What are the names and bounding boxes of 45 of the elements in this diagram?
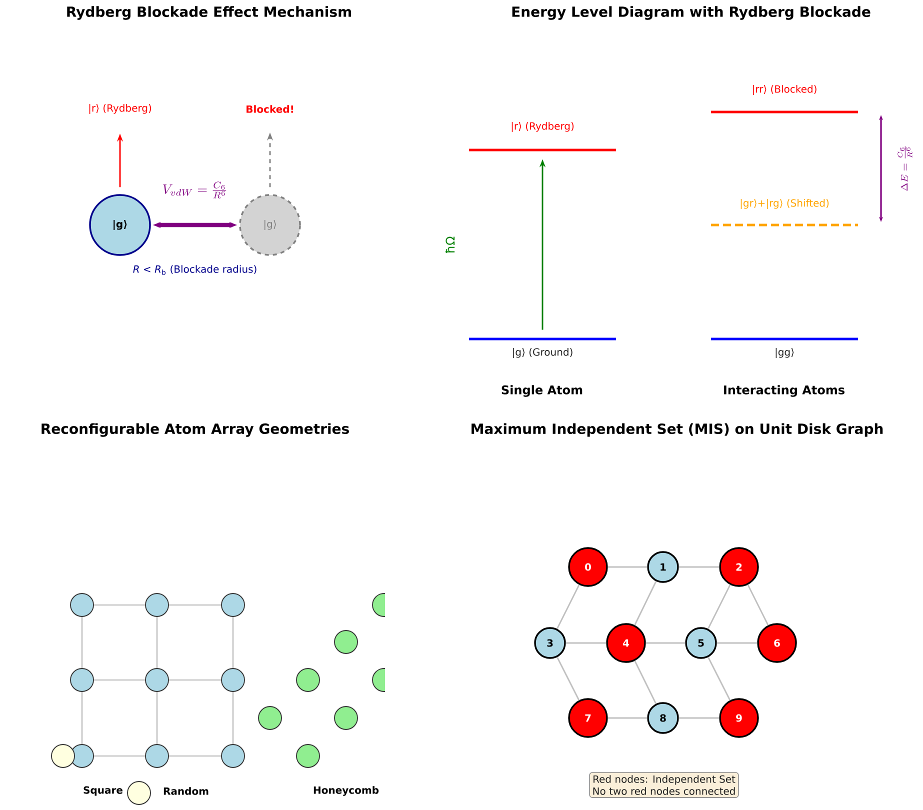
graph-edge: [608, 717, 648, 719]
graph-edge: [708, 656, 731, 701]
graph-node: 6: [757, 623, 797, 663]
graph-edge: [678, 566, 720, 568]
energy-level: |r⟩ (Rydberg): [469, 122, 616, 152]
geometry-label: Square: [84, 786, 122, 796]
graph-node: 4: [606, 623, 646, 663]
panel-title: Maximum Independent Set (MIS) on Unit Disk Graph: [472, 423, 883, 437]
energy-level: |rr⟩ (Blocked): [711, 85, 858, 114]
energy-shift-label: $\Delta E = \frac{C_6}{R^6}$: [898, 146, 912, 191]
state-label: Blocked!: [246, 105, 293, 113]
panel-title: Reconfigurable Atom Array Geometries: [42, 423, 349, 437]
state-label: |r⟩ (Rydberg): [89, 104, 152, 114]
energy-level: |g⟩ (Ground): [469, 338, 616, 358]
geometry-label: Random: [164, 787, 208, 795]
geometry-label: Honeycomb: [314, 786, 379, 796]
graph-edge: [707, 584, 731, 630]
graph-edge: [716, 642, 758, 644]
graph-node: 1: [647, 551, 679, 583]
graph-edge: [608, 566, 648, 568]
edge-label: $V_{vdW} = \frac{C_6}{R^6}$: [160, 180, 230, 200]
energy-level: |gg⟩: [711, 338, 858, 358]
graph-node: 9: [719, 698, 759, 738]
column-label: Interacting Atoms: [724, 385, 844, 397]
column-label: Single Atom: [502, 385, 582, 397]
graph-node: 8: [647, 702, 679, 734]
energy-level: |gr⟩+|rg⟩ (Shifted): [711, 199, 858, 226]
graph-edge: [556, 584, 580, 630]
note-box: Red nodes: Independent Set No two red nodes connected: [589, 772, 739, 798]
graph-node: 7: [568, 698, 608, 738]
graph-node: 0: [568, 547, 608, 587]
panel-title: Energy Level Diagram with Rydberg Blockade: [512, 6, 870, 20]
graph-node: 3: [534, 627, 566, 659]
graph-edge: [678, 717, 720, 719]
graph-edge: [634, 660, 657, 704]
graph-node: 5: [685, 627, 717, 659]
radius-label: R < R$_{b}$ (Blockade radius): [133, 265, 256, 275]
graph-edge: [566, 642, 606, 644]
transition-label: ħΩ: [445, 236, 455, 254]
graph-edge: [634, 580, 657, 626]
graph-node: 2: [719, 547, 759, 587]
graph-edge: [646, 642, 686, 644]
graph-edge: [747, 584, 769, 626]
graph-edge: [556, 656, 580, 701]
panel-title: Rydberg Blockade Effect Mechanism: [67, 6, 351, 20]
